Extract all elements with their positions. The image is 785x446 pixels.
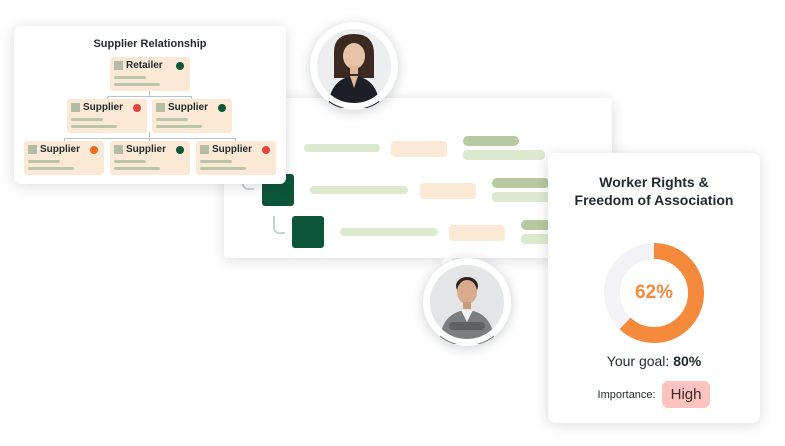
task-row-2-tag-a: [492, 178, 550, 188]
tree-node-supplier[interactable]: Supplier: [152, 99, 232, 133]
avatar-man[interactable]: [423, 258, 511, 346]
task-row-3-pill: [449, 225, 505, 241]
building-icon: [71, 103, 80, 112]
node-line: [114, 76, 146, 79]
node-label: Supplier: [168, 102, 209, 113]
task-row-2-pill: [420, 183, 476, 199]
task-row-2-bar: [310, 186, 408, 194]
task-row-1-tag-a: [463, 136, 519, 146]
rights-card-title: Worker Rights & Freedom of Association: [574, 174, 734, 208]
node-line: [114, 160, 146, 163]
task-row-3-tag-b: [521, 234, 561, 244]
task-row-3-tag-a: [521, 220, 561, 230]
task-row-3-square[interactable]: [292, 216, 324, 248]
task-row-2-tag-b: [492, 192, 550, 202]
node-label: Retailer: [126, 60, 163, 71]
node-line: [156, 125, 202, 128]
tree-node-supplier[interactable]: Supplier: [24, 141, 104, 175]
tree-connector: [107, 96, 191, 97]
node-label: Supplier: [40, 144, 81, 155]
status-dot-icon: [176, 146, 184, 154]
progress-value: 62%: [634, 282, 674, 303]
building-icon: [28, 145, 37, 154]
tree-node-retailer[interactable]: Retailer: [110, 57, 190, 91]
tree-connector: [149, 132, 150, 138]
supplier-card-title: Supplier Relationship: [93, 38, 207, 50]
node-line: [28, 160, 60, 163]
status-dot-icon: [90, 146, 98, 154]
status-dot-icon: [133, 104, 141, 112]
building-icon: [114, 145, 123, 154]
goal-row: Your goal: 80%: [548, 353, 760, 369]
node-line: [200, 160, 232, 163]
node-label: Supplier: [83, 102, 124, 113]
status-dot-icon: [262, 146, 270, 154]
worker-rights-card: Worker Rights & Freedom of Association 6…: [548, 153, 760, 423]
node-line: [114, 167, 160, 170]
task-row-3-bar: [340, 228, 438, 236]
importance-label: Importance:: [597, 388, 656, 401]
task-panel: [224, 98, 612, 258]
task-row-2-connector: [242, 180, 254, 190]
node-line: [156, 118, 188, 121]
progress-donut: [604, 243, 704, 343]
tree-connector: [64, 138, 65, 141]
building-icon: [200, 145, 209, 154]
status-dot-icon: [176, 62, 184, 70]
node-line: [71, 125, 117, 128]
tree-connector: [107, 96, 108, 99]
building-icon: [114, 61, 123, 70]
goal-value: 80%: [673, 353, 702, 369]
tree-connector: [149, 90, 150, 96]
building-icon: [156, 103, 165, 112]
importance-badge[interactable]: High: [661, 381, 711, 408]
woman-portrait-icon: [311, 23, 397, 109]
goal-label: Your goal:: [606, 353, 670, 369]
supplier-relationship-card: Supplier Relationship Retailer Supplier …: [14, 26, 286, 184]
tree-connector: [149, 138, 150, 141]
node-label: Supplier: [126, 144, 167, 155]
task-row-1-pill: [391, 141, 447, 157]
task-row-1-tag-b: [463, 150, 545, 160]
node-line: [114, 83, 160, 86]
task-row-3-connector: [273, 216, 285, 234]
node-line: [200, 167, 246, 170]
tree-connector: [191, 96, 192, 99]
tree-node-supplier[interactable]: Supplier: [67, 99, 147, 133]
tree-node-supplier[interactable]: Supplier: [196, 141, 276, 175]
man-portrait-icon: [424, 259, 510, 345]
tree-node-supplier[interactable]: Supplier: [110, 141, 190, 175]
speech-bubble-tail: [372, 104, 386, 118]
avatar-woman[interactable]: [310, 22, 398, 110]
tree-connector: [235, 138, 236, 141]
importance-row: Importance: High: [548, 381, 760, 408]
tree-connector: [64, 138, 236, 139]
node-label: Supplier: [212, 144, 253, 155]
task-row-1-bar: [304, 144, 380, 152]
node-line: [28, 167, 74, 170]
node-line: [71, 118, 103, 121]
donut-progress-arc: [604, 243, 704, 343]
status-dot-icon: [218, 104, 226, 112]
